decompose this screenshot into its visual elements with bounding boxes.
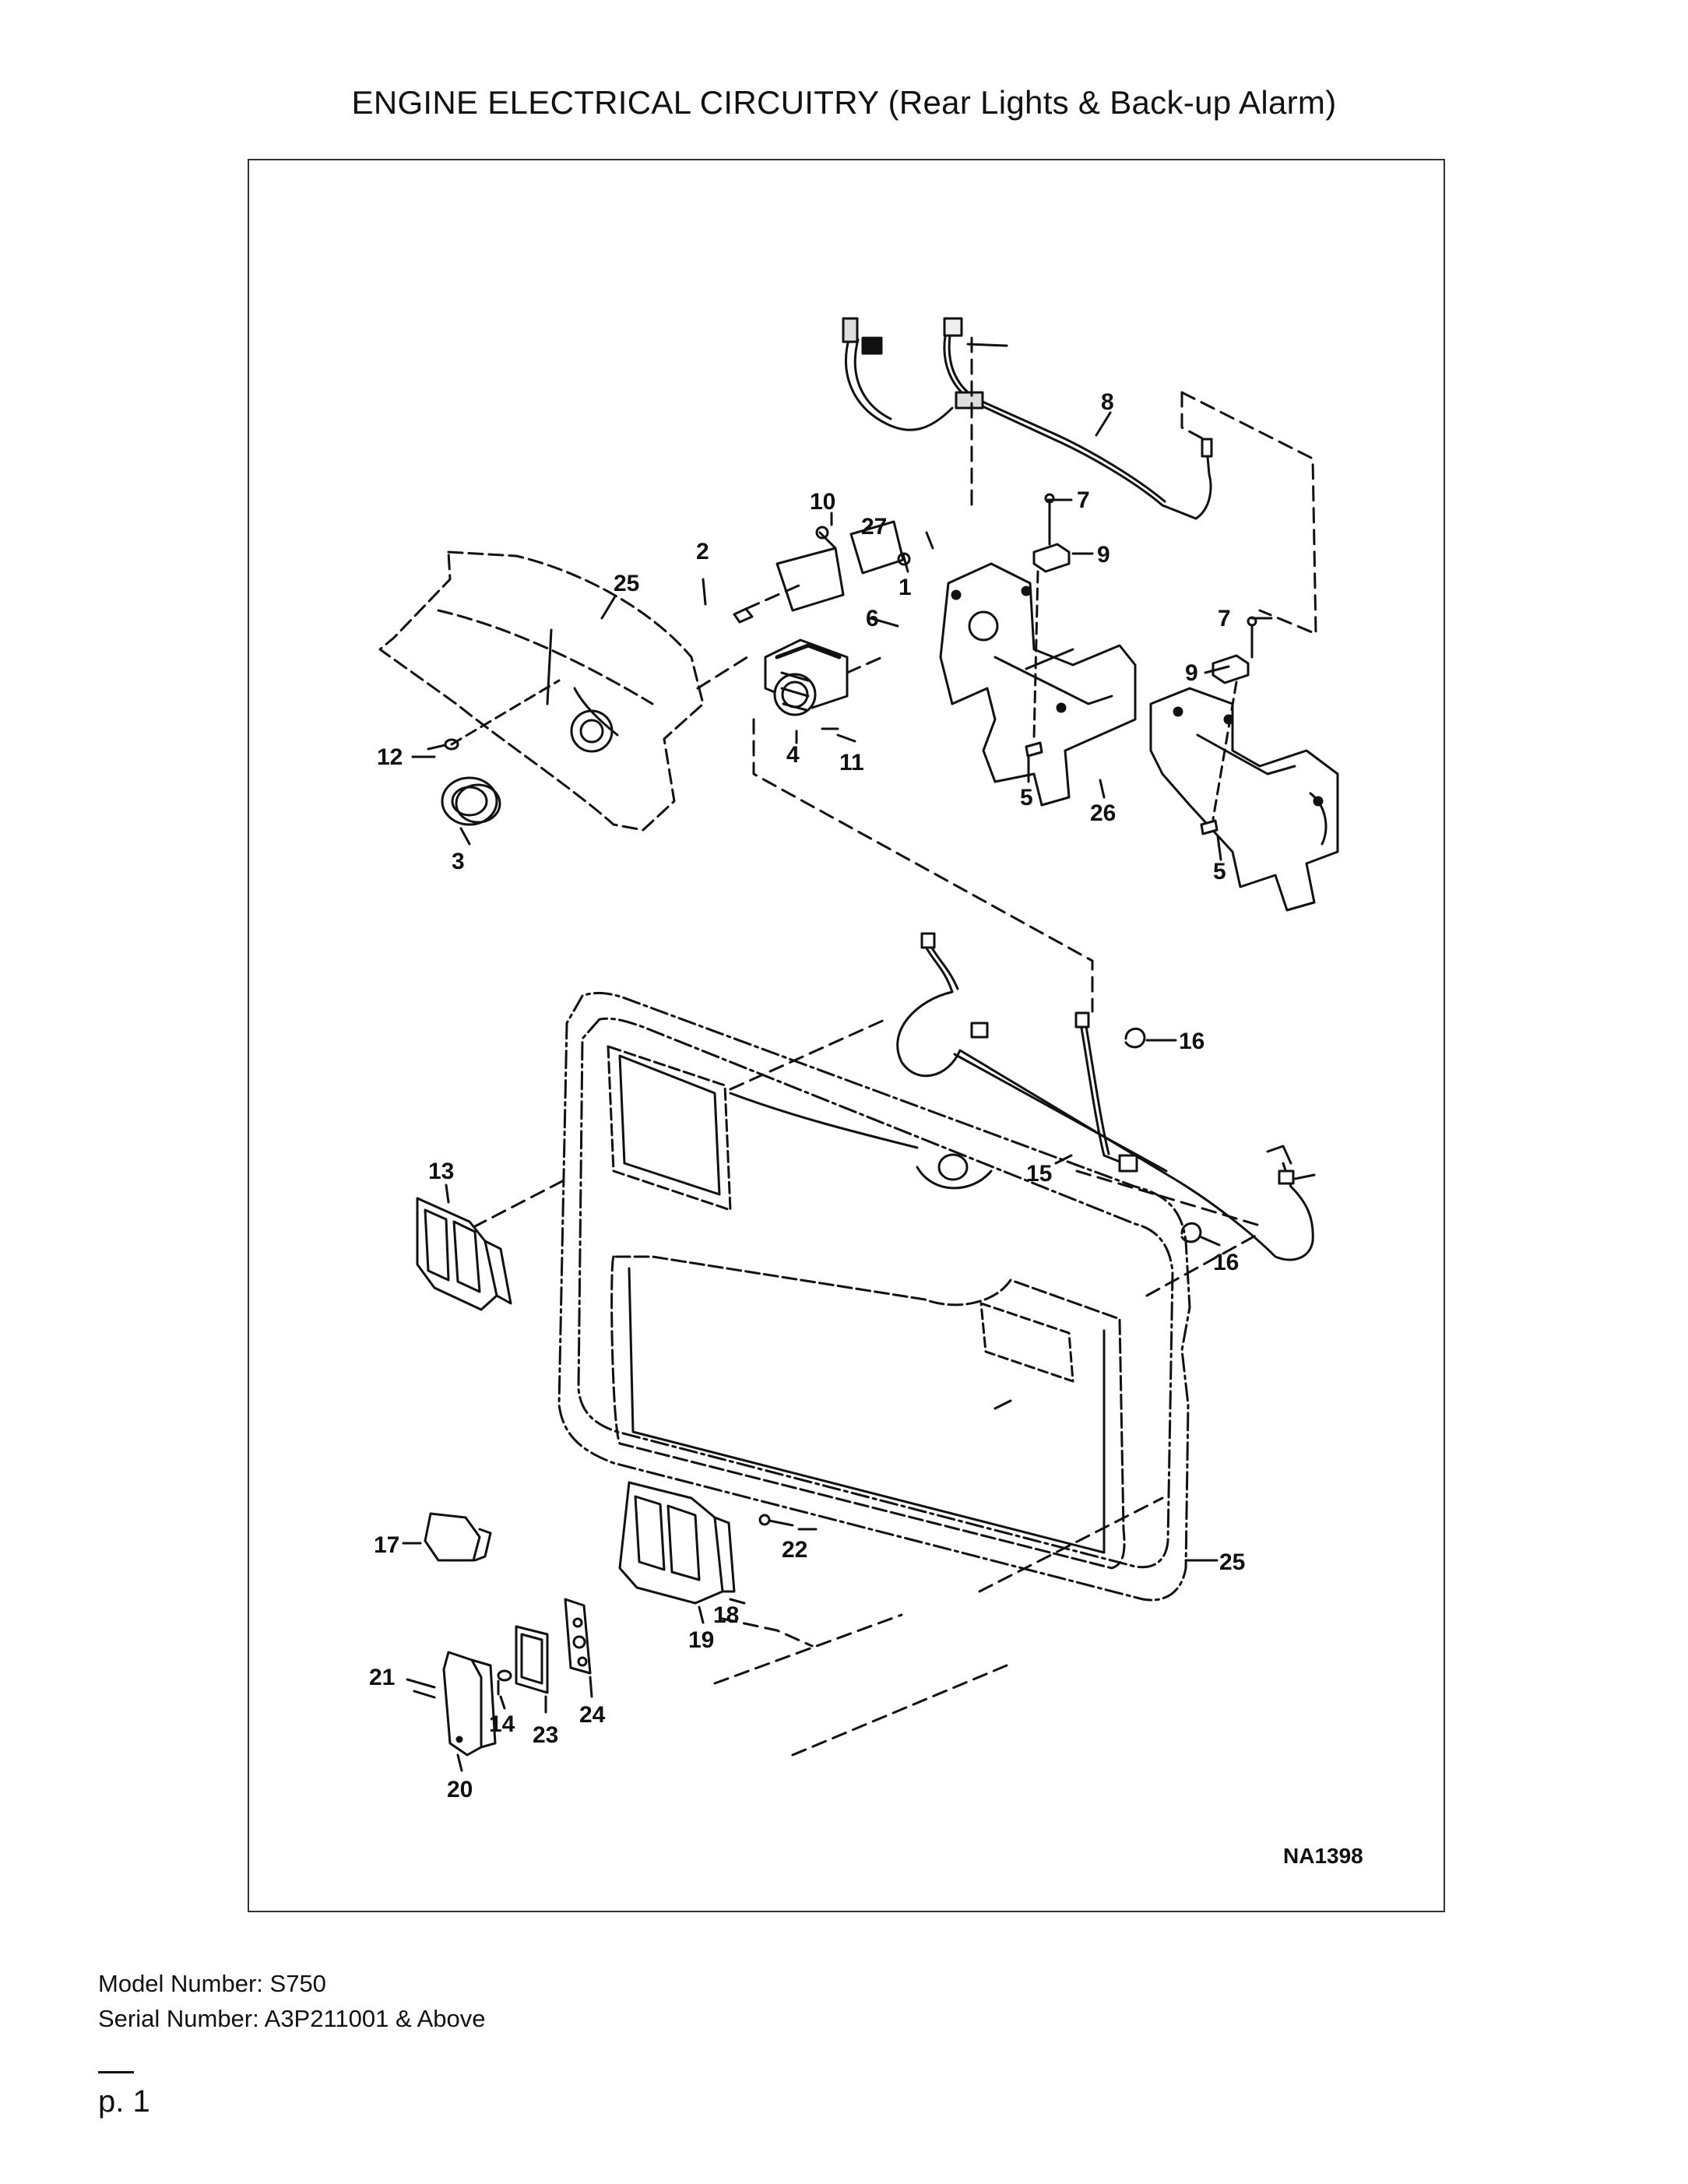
callout-7-upper: 7 xyxy=(1077,487,1090,513)
callout-12: 12 xyxy=(377,744,403,770)
page-number: p. 1 xyxy=(98,2084,150,2119)
callout-5-right: 5 xyxy=(1213,859,1226,885)
callout-16-upper: 16 xyxy=(1179,1029,1204,1054)
callout-13: 13 xyxy=(428,1159,454,1184)
door-window-frame xyxy=(607,1045,1126,1570)
callout-9-upper: 9 xyxy=(1097,542,1110,568)
callout-26: 26 xyxy=(1090,800,1116,826)
callout-9-lower: 9 xyxy=(1185,660,1198,686)
callout-25-upper: 25 xyxy=(614,571,639,596)
page-divider xyxy=(98,2071,134,2073)
callout-23: 23 xyxy=(533,1722,558,1748)
callout-21: 21 xyxy=(369,1665,395,1690)
callout-8: 8 xyxy=(1101,389,1114,415)
marker-lamp-20 xyxy=(442,1651,497,1757)
callout-15: 15 xyxy=(1026,1161,1052,1187)
callout-27: 27 xyxy=(861,514,887,540)
callout-6: 6 xyxy=(866,606,879,631)
grommet-part xyxy=(441,776,501,826)
callout-24: 24 xyxy=(579,1702,606,1728)
callout-18: 18 xyxy=(713,1602,739,1628)
page-title: ENGINE ELECTRICAL CIRCUITRY (Rear Lights… xyxy=(351,84,1337,121)
callout-3: 3 xyxy=(452,849,465,874)
alarm-bracket xyxy=(775,520,911,612)
diagram-frame xyxy=(248,159,1445,1912)
callout-16-lower: 16 xyxy=(1213,1250,1239,1275)
tail-light-housing xyxy=(618,1481,736,1605)
callout-4: 4 xyxy=(786,742,800,768)
light-bracket-right xyxy=(1149,687,1339,912)
callout-2: 2 xyxy=(696,539,709,564)
lamp-17 xyxy=(424,1512,492,1562)
lower-harness xyxy=(896,932,1316,1261)
rear-door xyxy=(557,991,1191,1602)
upper-harness xyxy=(842,317,1213,520)
figure-id: NA1398 xyxy=(1283,1844,1363,1868)
model-number: Model Number: S750 xyxy=(98,1970,326,1997)
callout-17: 17 xyxy=(374,1532,399,1558)
light-bracket-left xyxy=(939,562,1137,807)
callout-25-lower: 25 xyxy=(1219,1549,1245,1575)
callout-11: 11 xyxy=(839,750,864,775)
callout-20: 20 xyxy=(447,1777,473,1802)
callout-5-left: 5 xyxy=(1020,785,1033,811)
callout-10: 10 xyxy=(810,489,835,515)
callout-22: 22 xyxy=(782,1537,807,1563)
callout-7-lower: 7 xyxy=(1218,606,1231,631)
parts-diagram: 8 10 27 7 9 2 25 1 6 7 9 12 4 11 5 26 3 … xyxy=(369,317,1363,1868)
callout-14: 14 xyxy=(489,1711,515,1737)
backup-alarm-body xyxy=(764,638,849,716)
callout-1: 1 xyxy=(899,575,912,600)
callout-19: 19 xyxy=(688,1627,714,1653)
serial-number: Serial Number: A3P211001 & Above xyxy=(98,2005,486,2032)
rear-light-13 xyxy=(416,1197,512,1311)
